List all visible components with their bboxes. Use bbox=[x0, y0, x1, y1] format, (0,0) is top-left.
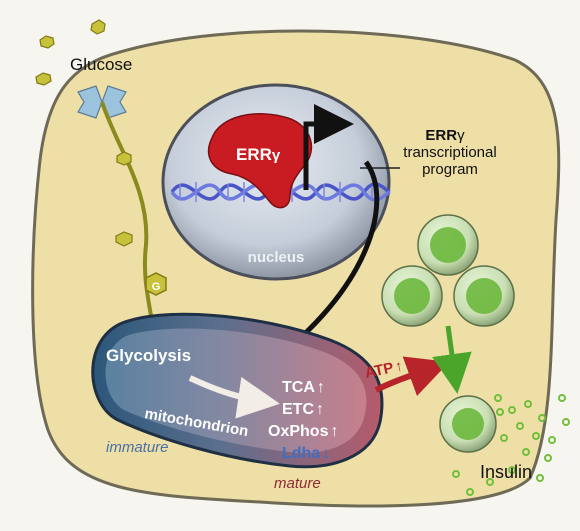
atp-label: ATP↑ bbox=[363, 357, 404, 382]
glucose-molecule bbox=[116, 151, 132, 166]
glucose-molecule bbox=[35, 72, 52, 86]
insulin-granule bbox=[453, 265, 515, 327]
glucose-label: Glucose bbox=[70, 55, 132, 74]
program-line2: program bbox=[422, 161, 478, 178]
err-protein bbox=[207, 113, 313, 209]
tca-label: TCA↑ bbox=[282, 379, 325, 396]
glucose-path-arrow bbox=[100, 101, 168, 348]
released-insulin bbox=[452, 394, 570, 496]
program-title: ERRγ bbox=[425, 127, 465, 144]
glucose-molecule bbox=[115, 231, 133, 247]
etc-label: ETC↑ bbox=[282, 401, 324, 418]
atp-arrow bbox=[374, 356, 450, 396]
glucose-transporter bbox=[77, 85, 127, 119]
program-line1: transcriptional bbox=[403, 144, 496, 161]
immature-label: immature bbox=[106, 439, 169, 456]
oxphos-label: OxPhos↑ bbox=[268, 423, 338, 440]
glucose-molecule bbox=[90, 19, 106, 35]
glycolysis-to-tca-arrow bbox=[188, 375, 280, 419]
secreting-granule bbox=[439, 395, 497, 453]
mature-label: mature bbox=[274, 475, 321, 492]
glucose-tag-letter: G bbox=[152, 281, 161, 293]
nucleus-label: nucleus bbox=[248, 249, 305, 266]
insulin-label: Insulin bbox=[480, 462, 532, 482]
ldha-label: Ldha↓ bbox=[282, 445, 330, 462]
glycolysis-label: Glycolysis bbox=[106, 346, 191, 365]
secretion-arrow bbox=[432, 325, 472, 394]
glucose-molecule bbox=[39, 35, 55, 49]
glucose-tag: G bbox=[145, 272, 167, 296]
transcription-start-arrow bbox=[303, 104, 354, 190]
err-protein-label: ERRγ bbox=[236, 145, 281, 164]
insulin-granule bbox=[381, 265, 443, 327]
insulin-granule bbox=[417, 214, 479, 276]
